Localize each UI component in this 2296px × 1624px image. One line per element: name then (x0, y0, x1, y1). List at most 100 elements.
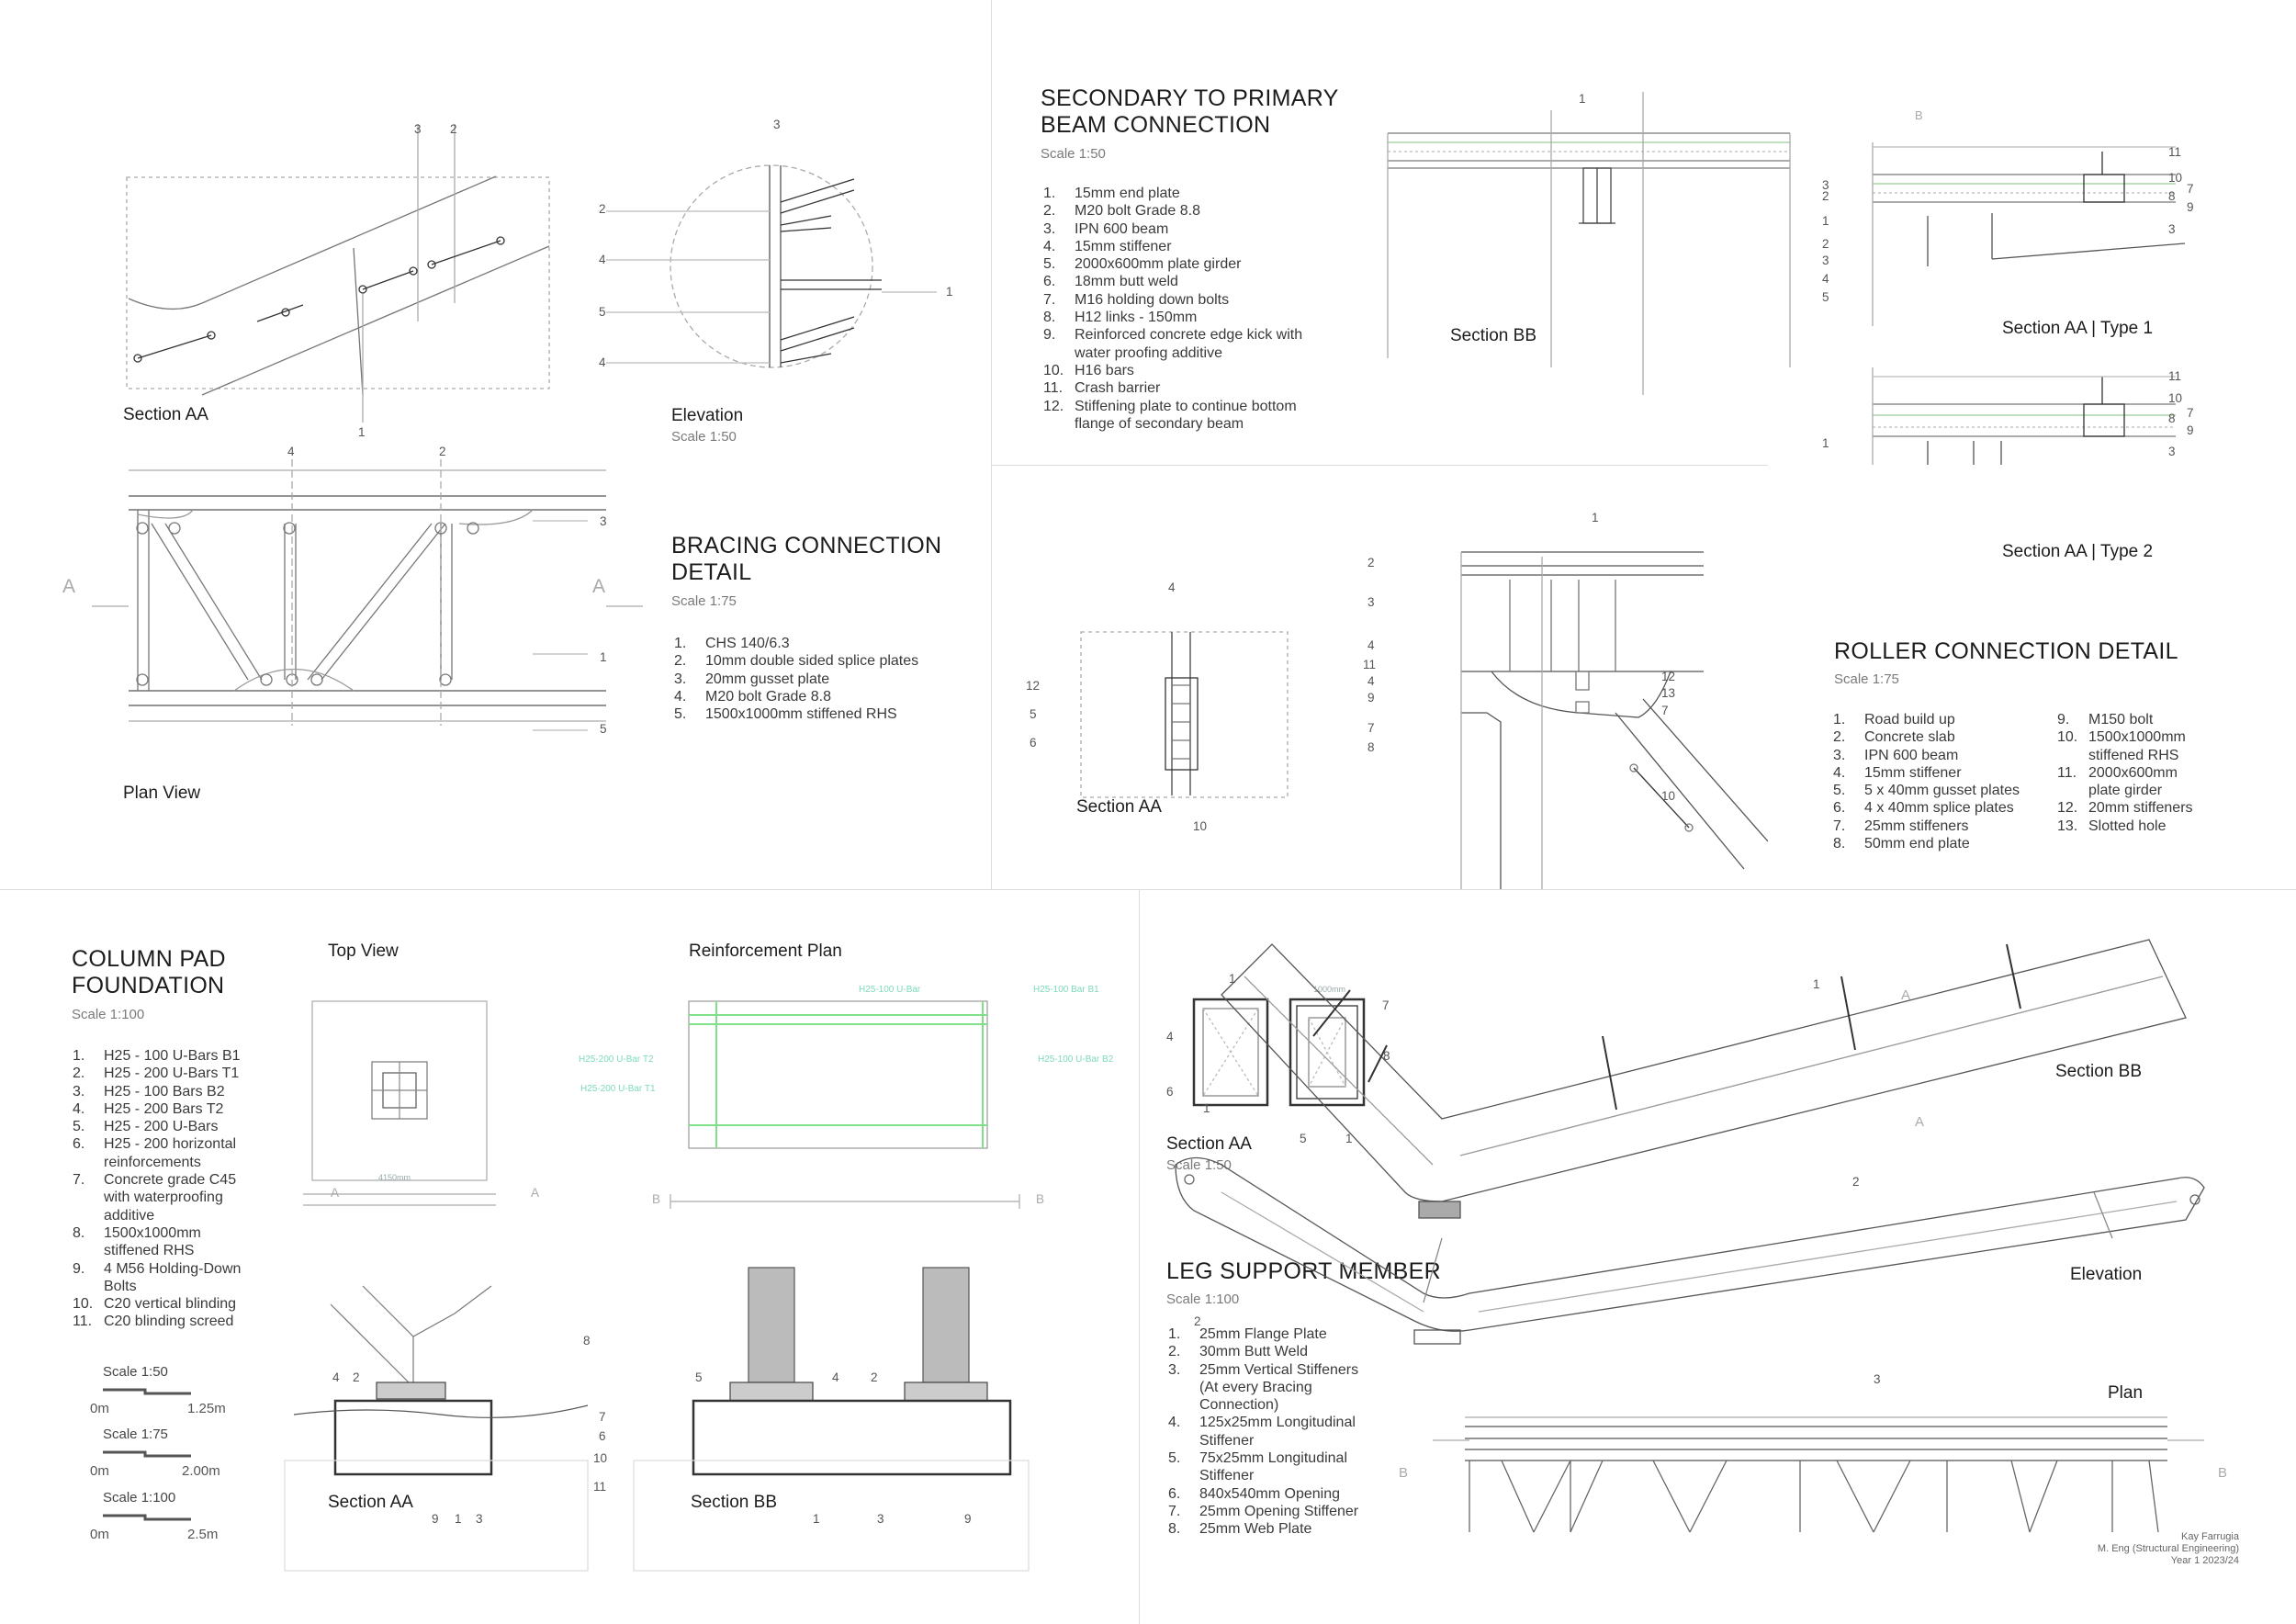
credit-year: Year 1 2023/24 (2170, 1555, 2239, 1566)
callout-1: 1 (1592, 511, 1599, 524)
legend-item: 1.Road build up (1833, 712, 1955, 727)
scalebar-end: 1.25m (187, 1401, 226, 1416)
legend-item: 1.CHS 140/6.3 (674, 636, 790, 651)
legend-item: 11.2000x600mm (2057, 764, 2178, 781)
legend-item: 7.25mm stiffeners (1833, 818, 1969, 834)
legend-item: 11.Crash barrier (1043, 380, 1161, 397)
foundation-top-view-label: Top View (328, 942, 399, 961)
rebar-label: H25-200 U-Bar T2 (579, 1054, 654, 1065)
rebar-label: H25-100 U-Bar (859, 985, 921, 995)
legend-item: 9.4 M56 Holding-Down (73, 1260, 242, 1277)
rebar-label: H25-100 U-Bar B2 (1038, 1054, 1114, 1065)
callout-4: 4 (287, 445, 295, 458)
section-marker-b: B (2218, 1465, 2227, 1481)
scalebar: Scale 1:100 (103, 1490, 175, 1506)
callout-10: 10 (1193, 819, 1207, 833)
legend-item: 8.50mm end plate (1833, 836, 1970, 852)
credit-course: M. Eng (Structural Engineering) (2097, 1543, 2239, 1554)
scalebar-end: 2.00m (182, 1463, 220, 1479)
callout-1: 1 (1813, 977, 1820, 991)
credit-name: Kay Farrugia (2181, 1531, 2239, 1542)
roller-section-aa-label: Section AA (1076, 797, 1162, 817)
legend-item: 3.H25 - 100 Bars B2 (73, 1083, 225, 1100)
leg-section-aa-label: Section AA (1166, 1134, 1252, 1154)
foundation-legend: 1.H25 - 100 U-Bars B1 2.H25 - 200 U-Bars… (73, 1047, 284, 1331)
legend-item: 2.Concrete slab (1833, 729, 1955, 746)
legend-item: Stiffener (1199, 1468, 1255, 1484)
legend-item: with waterproofing (104, 1190, 223, 1206)
foundation-reinforcement-plan-label: Reinforcement Plan (689, 942, 842, 961)
legend-item: 8.25mm Web Plate (1168, 1521, 1312, 1538)
bracing-elevation-label: Elevation (671, 406, 744, 425)
scalebar-start: 0m (90, 1527, 109, 1542)
callout-7: 7 (1661, 704, 1669, 717)
legend-item: 3.20mm gusset plate (674, 671, 830, 687)
scalebar-group: Scale 1:50 0m 1.25m Scale 1:75 0m 2.00m … (90, 1364, 246, 1542)
callout-11: 11 (2168, 369, 2181, 383)
leg-elevation-label: Elevation (2070, 1265, 2143, 1284)
callout-1: 1 (1229, 972, 1236, 986)
callout-1: 1 (1579, 92, 1586, 106)
callout-4: 4 (832, 1370, 839, 1384)
callout-7: 7 (2187, 182, 2194, 196)
leg-scale: Scale 1:100 (1166, 1291, 1240, 1307)
leg-legend: 1.25mm Flange Plate 2.30mm Butt Weld 3.2… (1168, 1325, 1407, 1539)
bracing-elevation-scale: Scale 1:50 (671, 429, 737, 445)
callout-3: 3 (2168, 222, 2176, 236)
foundation-section-bb-label: Section BB (691, 1493, 777, 1512)
scalebar-label: Scale 1:75 (103, 1427, 168, 1442)
foundation-scale: Scale 1:100 (72, 1007, 145, 1022)
secondary-title: SECONDARY TO PRIMARY BEAM CONNECTION (1041, 85, 1339, 139)
title-line: BRACING CONNECTION (671, 533, 942, 558)
roller-title: ROLLER CONNECTION DETAIL (1834, 638, 2178, 664)
legend-item: 12.20mm stiffeners (2057, 800, 2193, 817)
scalebar: Scale 1:75 (103, 1427, 168, 1442)
legend-item: 11.C20 blinding screed (73, 1314, 234, 1330)
title-line: COLUMN PAD (72, 946, 226, 972)
callout-8: 8 (2168, 412, 2176, 425)
foundation-title: COLUMN PAD FOUNDATION (72, 946, 226, 999)
section-marker-a: A (1915, 1114, 1924, 1130)
legend-item: 8.1500x1000mm (73, 1224, 201, 1241)
callout-8: 8 (1383, 1049, 1390, 1063)
legend-item: 3.IPN 600 beam (1043, 220, 1169, 237)
credit-block: Kay Farrugia M. Eng (Structural Engineer… (2098, 1531, 2239, 1567)
callout-9: 9 (432, 1512, 439, 1526)
callout-7: 7 (599, 1410, 606, 1424)
leg-section-bb-label: Section BB (2055, 1062, 2142, 1081)
title-line: FOUNDATION (72, 973, 225, 998)
section-marker-a: A (331, 1186, 339, 1200)
legend-item: 9.M150 bolt (2057, 712, 2154, 727)
callout-3: 3 (600, 514, 607, 528)
secondary-scale: Scale 1:50 (1041, 146, 1106, 162)
callout-2: 2 (1852, 1175, 1860, 1189)
legend-item: 10.1500x1000mm (2057, 729, 2186, 746)
callout-5: 5 (1030, 707, 1037, 721)
legend-item: reinforcements (104, 1154, 201, 1170)
callout-11: 11 (593, 1480, 606, 1494)
legend-item: 3.25mm Vertical Stiffeners (1168, 1361, 1359, 1378)
legend-item: 7.25mm Opening Stiffener (1168, 1503, 1359, 1519)
callout-3: 3 (1874, 1372, 1881, 1386)
callout-1: 1 (600, 650, 607, 664)
legend-item: 12.Stiffening plate to continue bottom (1043, 398, 1297, 414)
legend-item: 5.H25 - 200 U-Bars (73, 1119, 219, 1135)
rebar-label: H25-200 U-Bar T1 (580, 1084, 656, 1094)
leg-title: LEG SUPPORT MEMBER (1166, 1258, 1441, 1284)
callout-8: 8 (583, 1334, 591, 1348)
callout-3: 3 (414, 122, 422, 136)
callout-3: 3 (1367, 595, 1375, 609)
callout-4: 4 (1166, 1030, 1174, 1043)
callout-1: 1 (1203, 1101, 1210, 1115)
roller-legend-left: 1.Road build up 2.Concrete slab 3.IPN 60… (1833, 711, 2054, 852)
secondary-legend: 1.15mm end plate 2.M20 bolt Grade 8.8 3.… (1043, 185, 1346, 433)
legend-item: water proofing additive (1075, 344, 1222, 361)
callout-2: 2 (1822, 189, 1829, 203)
callout-9: 9 (2187, 423, 2194, 437)
scalebar-end: 2.5m (187, 1527, 219, 1542)
callout-2: 2 (871, 1370, 878, 1384)
callout-3: 3 (773, 118, 781, 131)
legend-item: 4.125x25mm Longitudinal (1168, 1415, 1356, 1431)
